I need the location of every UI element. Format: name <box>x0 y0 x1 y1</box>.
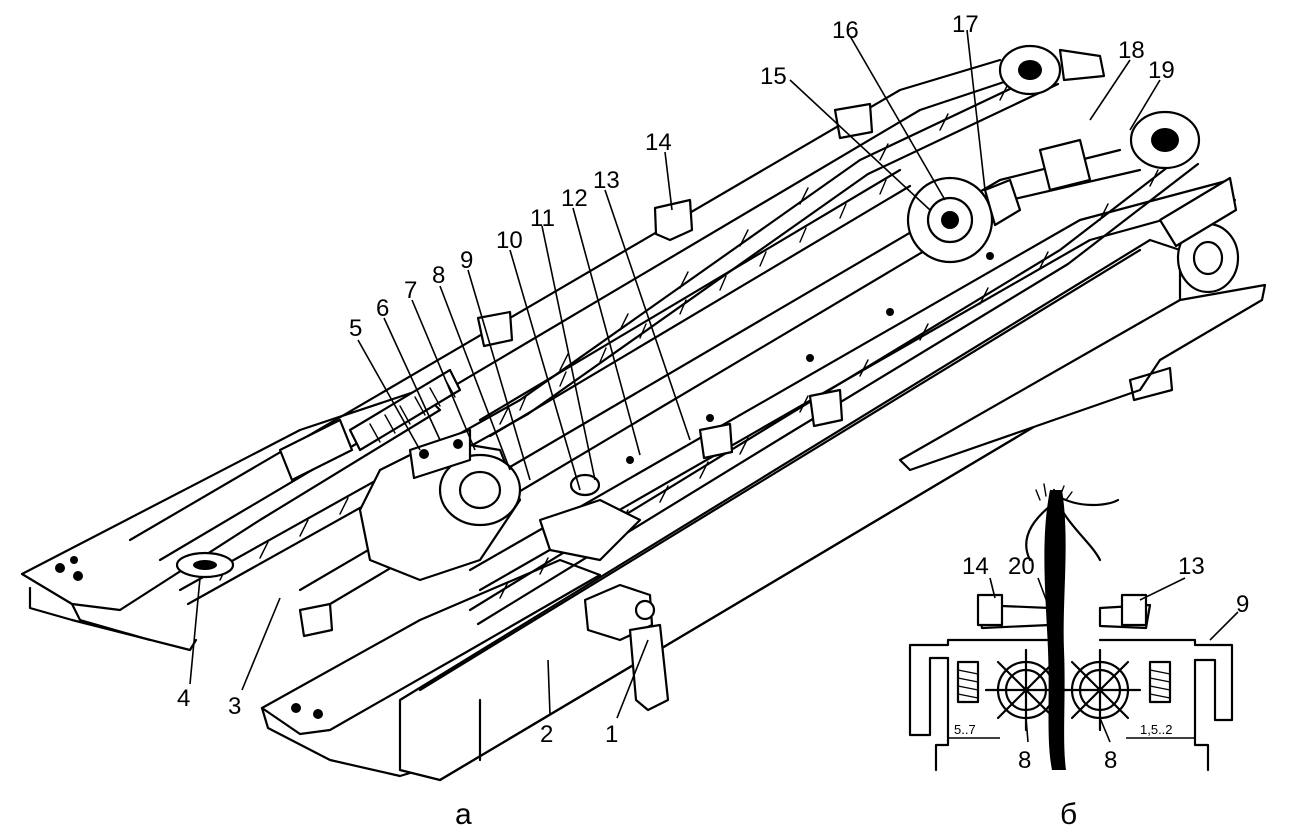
label-10: 10 <box>496 227 523 254</box>
label-b-9: 9 <box>1236 591 1249 618</box>
dimension-right: 1,5..2 <box>1140 722 1173 737</box>
label-b-13: 13 <box>1178 553 1205 580</box>
machine-assembly-drawing <box>20 44 1267 782</box>
snapping-roller-left <box>984 648 1068 732</box>
label-11: 11 <box>530 205 555 232</box>
label-3: 3 <box>228 693 241 720</box>
label-7: 7 <box>404 277 417 304</box>
cross-section-drawing <box>908 483 1234 772</box>
label-13: 13 <box>593 167 620 194</box>
label-9: 9 <box>460 247 473 274</box>
snapping-roller-right <box>1058 648 1142 732</box>
label-15: 15 <box>760 63 787 90</box>
leader-lines-b <box>989 577 1239 743</box>
caption-b: б <box>1060 798 1077 831</box>
label-b-8-left: 8 <box>1018 747 1031 774</box>
label-17: 17 <box>952 11 979 38</box>
leader-lines-a <box>189 29 1161 719</box>
label-b-8-right: 8 <box>1104 747 1117 774</box>
label-4: 4 <box>177 685 190 712</box>
label-18: 18 <box>1118 37 1145 64</box>
corn-stalk <box>1044 490 1066 770</box>
dimension-left: 5..7 <box>954 722 976 737</box>
label-14: 14 <box>645 129 672 156</box>
label-16: 16 <box>832 17 859 44</box>
part-numbers-b: 14 20 13 9 8 8 5..7 1,5..2 <box>954 553 1249 774</box>
label-8: 8 <box>432 262 445 289</box>
right-divider-plate <box>260 558 602 736</box>
label-1: 1 <box>605 721 618 748</box>
left-housing <box>908 638 1052 737</box>
part-numbers-a: 1 2 3 4 5 6 7 8 9 10 11 12 13 14 15 16 1… <box>177 11 1175 748</box>
label-5: 5 <box>349 315 362 342</box>
label-2: 2 <box>540 721 553 748</box>
label-12: 12 <box>561 185 588 212</box>
lever-bracket <box>583 583 654 642</box>
label-19: 19 <box>1148 57 1175 84</box>
right-housing <box>1098 638 1234 722</box>
rear-plate <box>898 283 1267 472</box>
label-b-14: 14 <box>962 553 989 580</box>
caption-a: а <box>455 798 472 831</box>
label-6: 6 <box>376 295 389 322</box>
label-b-20: 20 <box>1008 553 1035 580</box>
